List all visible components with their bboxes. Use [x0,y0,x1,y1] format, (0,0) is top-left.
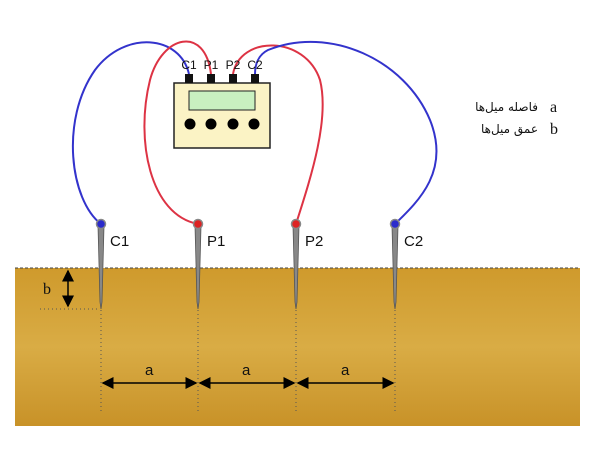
wire-p1 [143,40,212,225]
wire-c2 [254,40,438,225]
electrode-label-p1: P1 [207,233,225,250]
meter-display [188,90,256,111]
terminal-label-p2: P2 [226,58,241,72]
electrode-p1 [192,218,204,310]
wire-p2 [232,44,324,225]
legend-text-b: عمق میل‌ها [481,122,538,137]
spacing-label-1: a [145,362,154,379]
depth-label: b [43,281,51,298]
terminal-p1 [207,74,215,83]
electrode-c1 [95,218,107,310]
electrode-c2 [389,218,401,310]
terminal-p2 [229,74,237,83]
electrode-label-c1: C1 [110,233,129,250]
legend: a فاصله میل‌ها b عمق میل‌ها [475,99,558,138]
meter-button [205,118,217,130]
meter-button [184,118,196,130]
electrode-label-c2: C2 [404,233,423,250]
legend-text-a: فاصله میل‌ها [475,100,538,114]
meter-button [248,118,260,130]
legend-key-b: b [550,121,558,138]
terminal-label-c2: C2 [247,58,263,72]
resistivity-meter [173,74,271,149]
spacing-label-2: a [242,362,251,379]
terminal-c1 [185,74,193,83]
electrode-p2 [290,218,302,310]
wires [71,40,438,225]
electrode-label-p2: P2 [305,233,323,250]
meter-button [227,118,239,130]
wire-c1 [71,41,190,225]
spacing-label-3: a [341,362,350,379]
legend-key-a: a [550,99,557,116]
terminal-c2 [251,74,259,83]
terminal-label-p1: P1 [204,58,219,72]
terminal-label-c1: C1 [181,58,197,72]
guide-lines [40,308,396,412]
